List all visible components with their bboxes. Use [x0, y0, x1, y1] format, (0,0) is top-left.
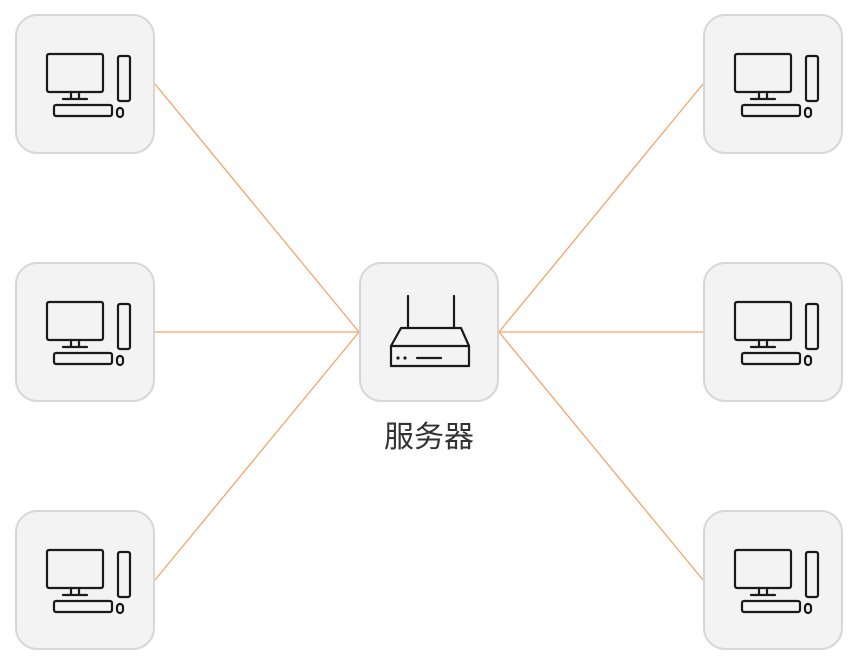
- client-computer-right-top: [703, 14, 843, 154]
- link-server-pc-left-top: [154, 83, 360, 333]
- client-computer-left-middle: [15, 262, 155, 402]
- desktop-computer-icon: [45, 548, 132, 615]
- desktop-computer-icon: [45, 52, 132, 119]
- link-server-pc-left-bottom: [154, 331, 360, 581]
- link-server-pc-right-bottom: [498, 331, 704, 581]
- desktop-computer-icon: [733, 52, 820, 119]
- link-server-pc-right-top: [498, 83, 704, 333]
- desktop-computer-icon: [45, 300, 132, 367]
- desktop-computer-icon: [733, 548, 820, 615]
- server-node: [359, 262, 499, 402]
- client-computer-right-middle: [703, 262, 843, 402]
- desktop-computer-icon: [733, 300, 820, 367]
- client-computer-left-bottom: [15, 510, 155, 650]
- router-icon: [389, 294, 471, 368]
- client-computer-right-bottom: [703, 510, 843, 650]
- server-label: 服务器: [384, 420, 474, 455]
- client-computer-left-top: [15, 14, 155, 154]
